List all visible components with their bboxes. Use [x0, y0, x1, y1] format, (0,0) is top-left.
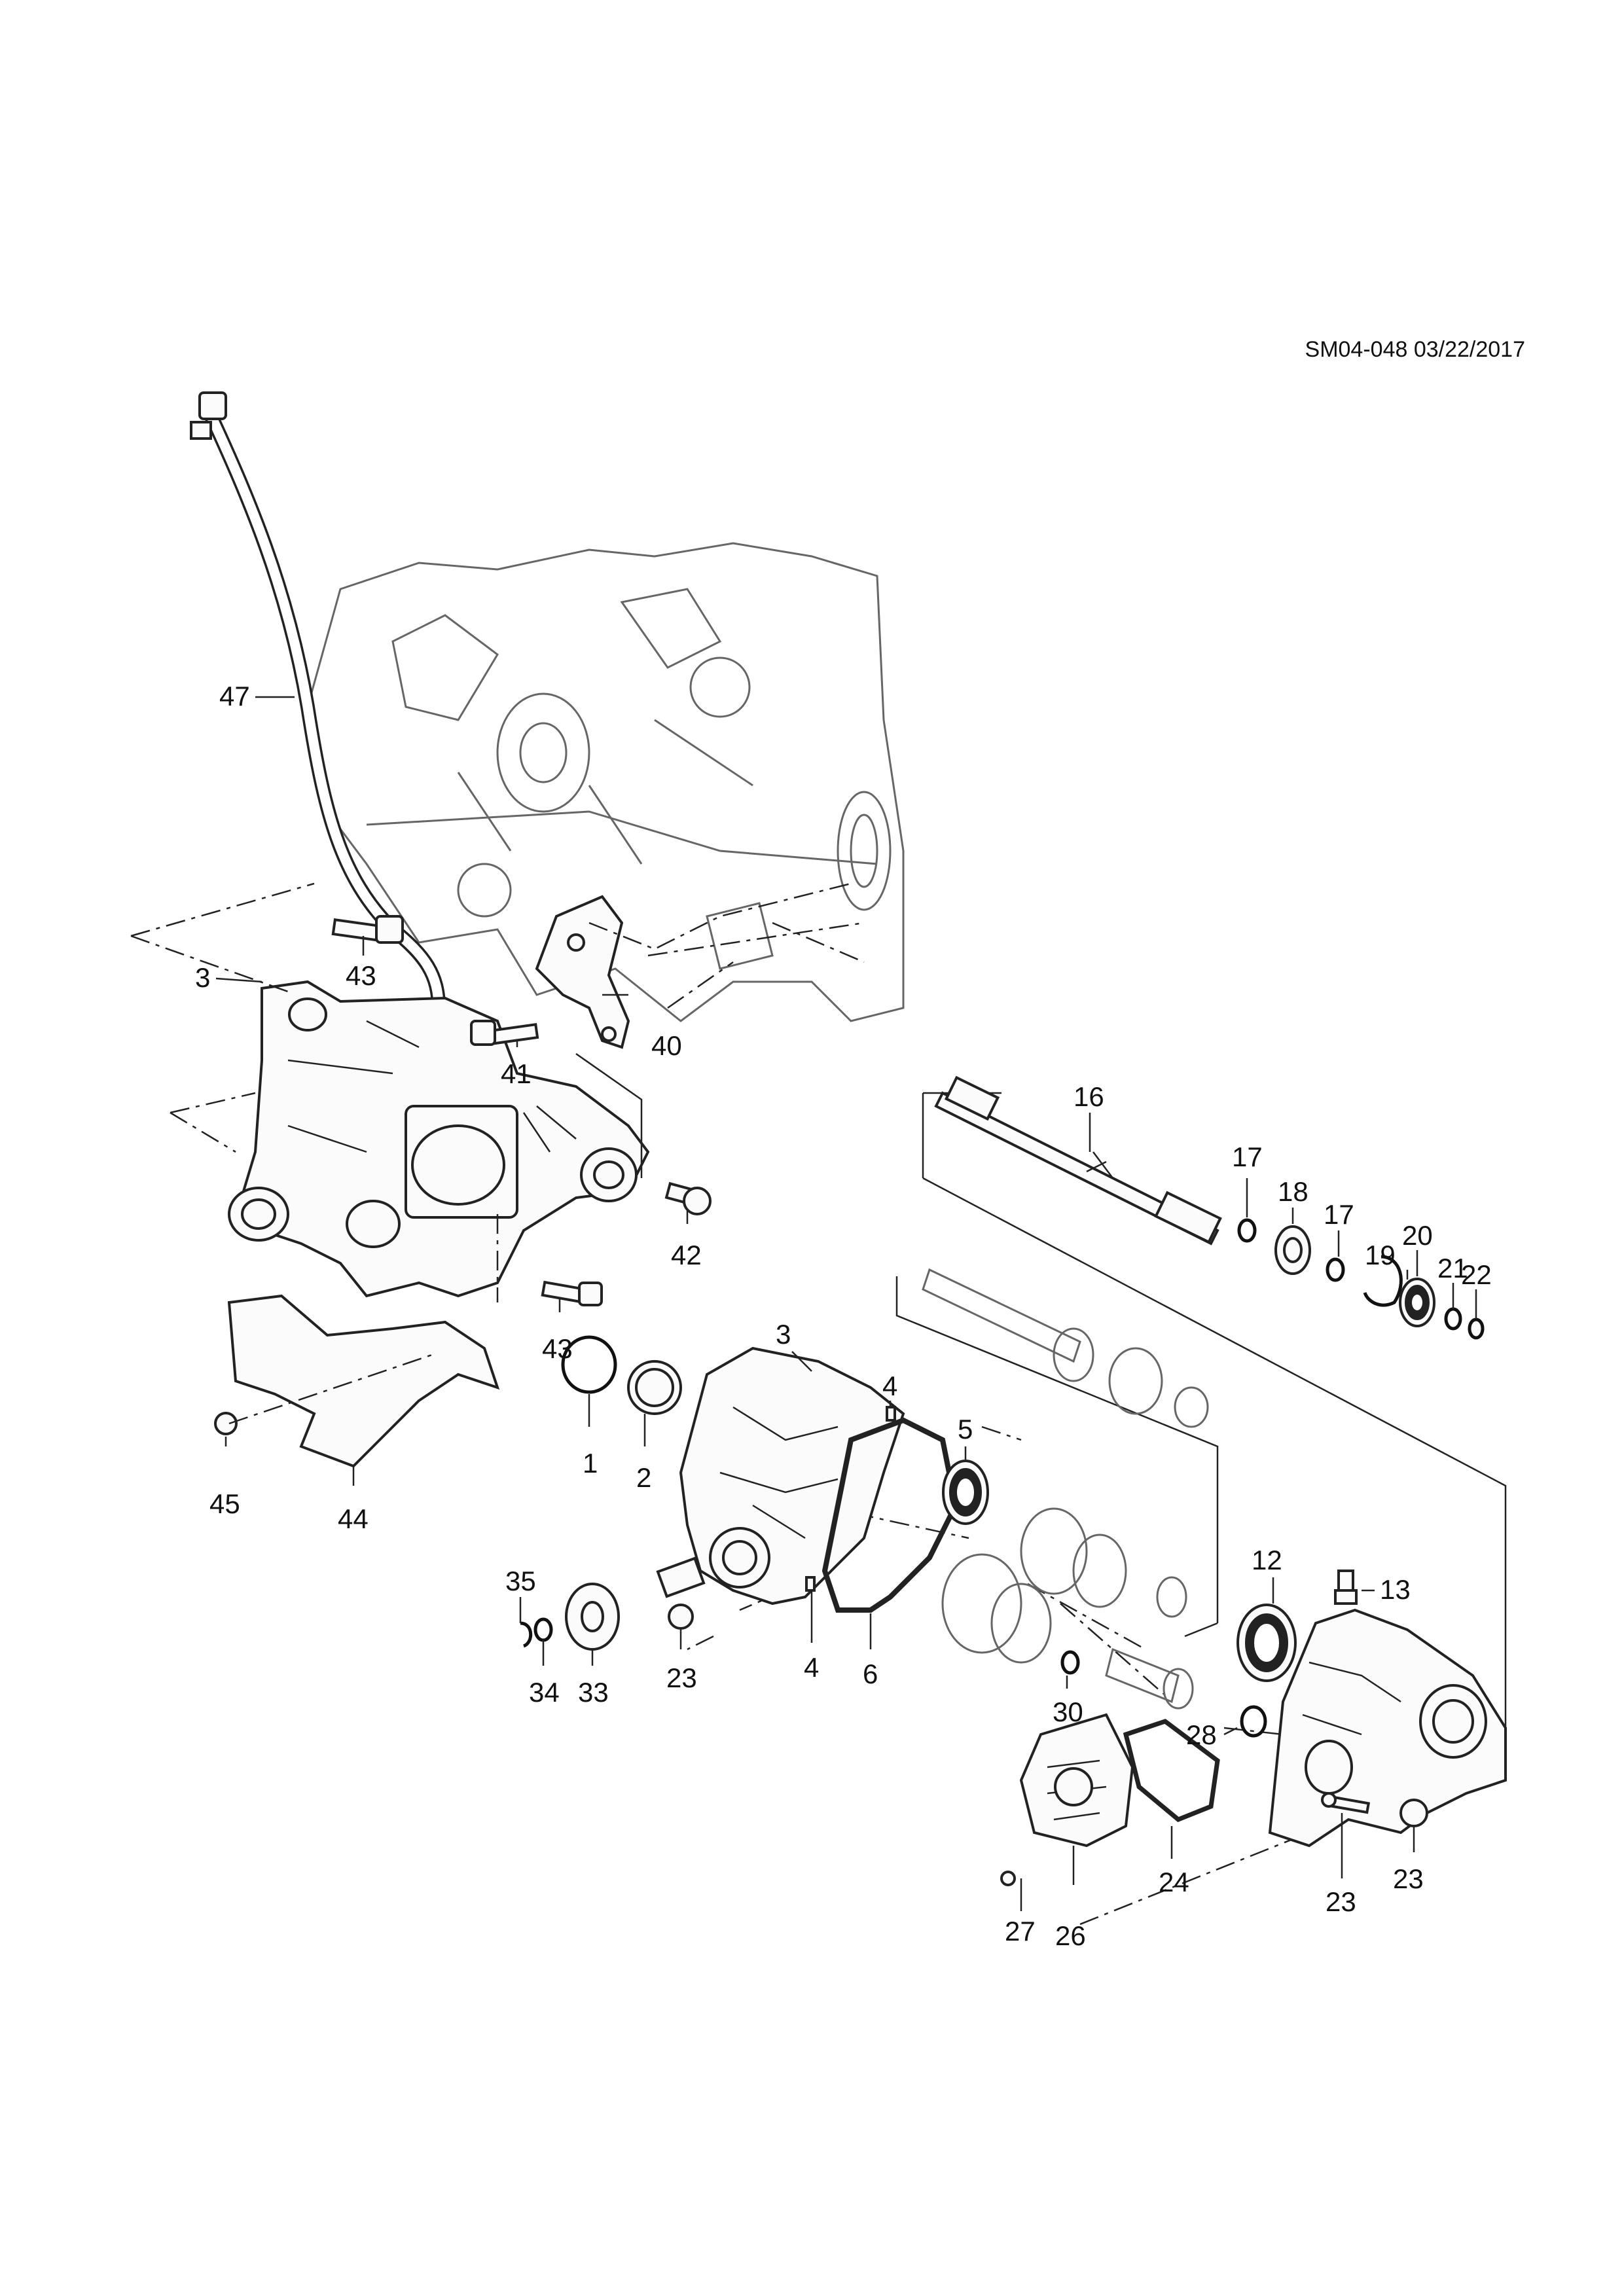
callout-6: 5 [958, 1414, 973, 1444]
callout-42: 42 [671, 1240, 702, 1270]
gasket-5 [821, 1417, 959, 1613]
callout-43-lower: 43 [542, 1333, 573, 1364]
snap-ring-19 [1363, 1255, 1403, 1307]
o-ring-34 [533, 1617, 553, 1642]
screw-27 [1000, 1871, 1016, 1886]
seal-33 [565, 1583, 620, 1651]
o-ring-1 [561, 1335, 617, 1394]
bolt-23-left [668, 1604, 694, 1630]
gasket-25 [1123, 1719, 1220, 1823]
callout-4-bottom: 4 [804, 1652, 819, 1683]
bolt-41 [470, 1020, 539, 1046]
callout-4-top: 4 [882, 1371, 897, 1401]
case-half [656, 1346, 905, 1605]
bearing-18 [1274, 1225, 1311, 1275]
o-ring-28 [1240, 1705, 1267, 1738]
heat-shield [227, 1294, 500, 1468]
output-shaft [934, 1075, 1222, 1246]
callout-26: 26 [1055, 1920, 1086, 1951]
callout-40: 40 [651, 1030, 682, 1061]
snap-ring-17a [1237, 1218, 1257, 1243]
leader-lines [215, 696, 1477, 1911]
o-ring-30 [1060, 1650, 1080, 1675]
clip-22 [1468, 1318, 1485, 1340]
callout-19: 19 [1365, 1240, 1396, 1270]
callout-17b: 17 [1324, 1199, 1354, 1230]
callout-21: 21 [1437, 1253, 1468, 1283]
callout-25: 24 [1159, 1867, 1189, 1897]
transfer-case-assembly [228, 980, 650, 1298]
gear-cluster-ghost [941, 1507, 1194, 1710]
callout-18: 18 [1278, 1176, 1308, 1207]
callout-35: 35 [505, 1566, 536, 1596]
bolt-43-lower [541, 1280, 603, 1306]
washer-21 [1444, 1307, 1462, 1331]
bolt-24 [1321, 1792, 1371, 1814]
rear-case-half [1268, 1608, 1507, 1848]
bolt-23-right [1399, 1799, 1428, 1827]
callout-1: 1 [583, 1448, 598, 1479]
callouts: 47 43 3 41 40 42 43 45 44 1 2 3 4 5 16 1… [195, 681, 1492, 1951]
seal-6 [942, 1460, 989, 1525]
bolt-45 [214, 1412, 238, 1435]
callout-23-right: 23 [1393, 1863, 1424, 1894]
callout-20: 20 [1402, 1220, 1433, 1251]
callout-17a: 17 [1232, 1141, 1263, 1172]
bolt-42 [664, 1181, 712, 1215]
bushing-2 [627, 1360, 682, 1415]
callout-33: 33 [578, 1677, 609, 1708]
seal-12 [1236, 1604, 1297, 1682]
callout-41: 41 [501, 1058, 532, 1089]
callout-3-case: 3 [776, 1319, 791, 1350]
diagram-reference: SM04-048 03/22/2017 [1305, 337, 1525, 362]
seal-20 [1399, 1278, 1435, 1327]
callout-44: 44 [338, 1503, 369, 1534]
callout-45: 45 [209, 1488, 240, 1519]
callout-27: 27 [1005, 1916, 1036, 1946]
callout-3-upper: 3 [195, 962, 210, 993]
snap-ring-17b [1326, 1257, 1345, 1282]
dipstick-tube [190, 391, 446, 1009]
dowel-pin-4b [805, 1576, 816, 1592]
callout-43-upper: 43 [346, 960, 376, 991]
callout-34: 34 [529, 1677, 560, 1708]
actuator-26 [1019, 1713, 1134, 1848]
callout-23-left: 23 [666, 1662, 697, 1693]
callout-5: 6 [863, 1659, 878, 1689]
callout-2: 2 [636, 1462, 651, 1493]
callout-47: 47 [219, 681, 250, 711]
callout-30: 30 [1053, 1696, 1083, 1727]
mount-bracket [535, 895, 630, 1049]
bolt-43-upper [331, 915, 404, 944]
callout-16: 16 [1074, 1081, 1104, 1112]
dowel-pin-4a [886, 1406, 896, 1422]
callout-22: 22 [1461, 1259, 1492, 1290]
callout-13: 13 [1380, 1574, 1411, 1605]
clip-35 [520, 1621, 533, 1648]
plug-13 [1334, 1570, 1358, 1605]
callout-28: 28 [1186, 1719, 1217, 1750]
callout-24: 23 [1326, 1886, 1356, 1917]
intermediate-shaft-ghost [922, 1268, 1209, 1428]
callout-12: 12 [1252, 1545, 1282, 1575]
